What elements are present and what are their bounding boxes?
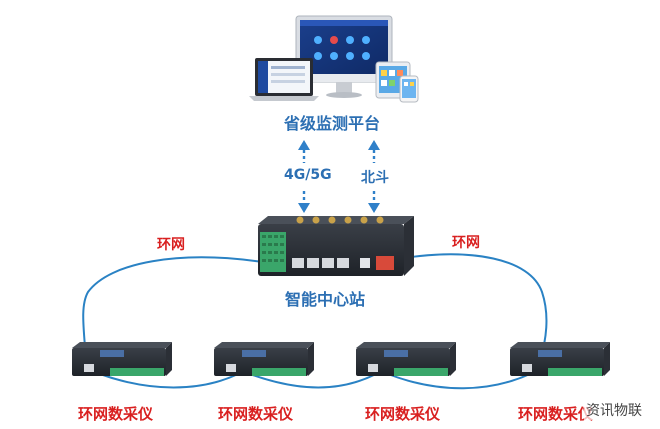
collector-device-3 xyxy=(356,342,456,376)
watermark-text: 资讯物联 xyxy=(584,400,644,420)
beidou-link-arrow xyxy=(368,140,380,213)
ring-label-right: 环网 xyxy=(452,235,480,251)
laptop-icon xyxy=(249,58,319,101)
collector-device-2 xyxy=(214,342,314,376)
ring-network-cable xyxy=(82,253,548,390)
beidou-link-label: 北斗 xyxy=(361,170,389,186)
desktop-monitor-icon xyxy=(295,15,393,98)
collector-label-2: 环网数采仪 xyxy=(218,405,294,423)
ring-label-left: 环网 xyxy=(157,237,185,253)
central-station-device xyxy=(258,216,414,276)
collector-label-1: 环网数采仪 xyxy=(78,405,154,423)
smartphone-icon xyxy=(399,75,419,103)
central-station-label: 智能中心站 xyxy=(285,290,366,309)
collector-device-4 xyxy=(510,342,610,376)
monitoring-platform-illustration xyxy=(249,15,419,103)
collector-label-4: 环网数采仪 xyxy=(518,405,594,423)
cellular-link-arrow xyxy=(298,140,310,213)
collector-device-1 xyxy=(72,342,172,376)
collector-label-3: 环网数采仪 xyxy=(365,405,441,423)
cellular-link-label: 4G/5G xyxy=(284,167,332,183)
platform-label: 省级监测平台 xyxy=(284,114,381,133)
